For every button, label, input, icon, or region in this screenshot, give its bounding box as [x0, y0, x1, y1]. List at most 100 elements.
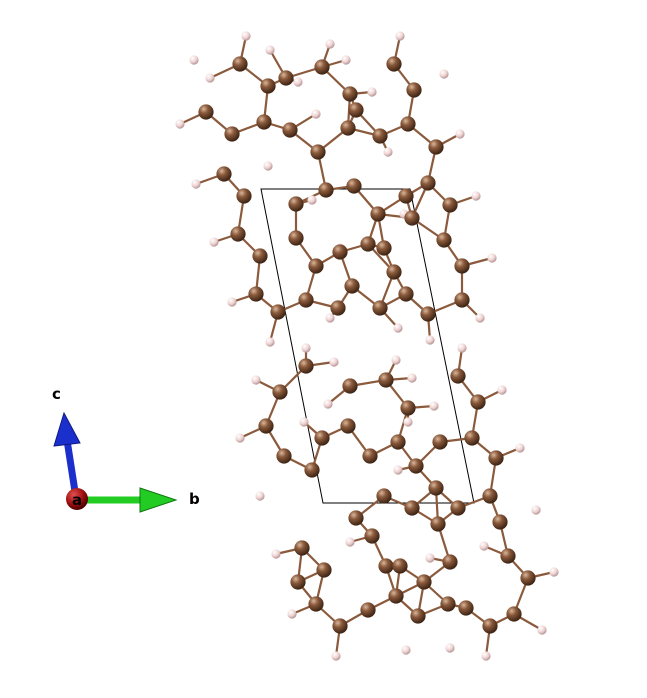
carbon-atom	[492, 514, 508, 530]
hydrogen-atom	[191, 179, 201, 189]
carbon-atom	[288, 230, 304, 246]
carbon-atom	[420, 306, 436, 322]
carbon-atom	[378, 558, 394, 574]
carbon-atom	[290, 574, 306, 590]
carbon-atom	[310, 144, 326, 160]
carbon-atom	[408, 458, 424, 474]
carbon-atom	[430, 516, 446, 532]
carbon-atom	[276, 448, 292, 464]
carbon-atom	[420, 175, 436, 191]
carbon-atom	[364, 528, 380, 544]
carbon-atom	[410, 608, 426, 624]
hydrogen-atom	[189, 55, 199, 65]
hydrogen-atom	[407, 373, 417, 383]
hydrogen-atom	[403, 417, 413, 427]
carbon-atom	[464, 430, 480, 446]
hydrogen-atom	[241, 31, 251, 41]
hydrogen-atom	[227, 297, 237, 307]
carbon-atom	[450, 368, 466, 384]
carbon-atom	[376, 488, 392, 504]
hydrogen-atom	[383, 147, 393, 157]
carbon-atom	[442, 197, 458, 213]
carbon-atom	[406, 82, 422, 98]
carbon-atom	[314, 430, 330, 446]
carbon-atom	[432, 434, 448, 450]
carbon-atom	[294, 540, 310, 556]
hydrogen-atom	[367, 87, 377, 97]
hydrogen-atom	[263, 161, 273, 171]
hydrogen-atom	[425, 553, 435, 563]
carbon-atom	[330, 300, 346, 316]
hydrogen-atom	[341, 55, 351, 65]
hydrogen-atom	[445, 643, 455, 653]
carbon-atom	[342, 378, 358, 394]
carbon-atom	[388, 588, 404, 604]
hydrogen-atom	[329, 357, 339, 367]
carbon-atom	[230, 226, 246, 242]
carbon-atom	[260, 78, 276, 94]
carbon-atom	[314, 59, 330, 75]
carbon-atom	[340, 418, 356, 434]
carbon-atom	[482, 488, 498, 504]
hydrogen-atom	[429, 401, 439, 411]
carbon-atom	[386, 264, 402, 280]
hydrogen-atom	[255, 491, 265, 501]
carbon-atom	[304, 462, 320, 478]
carbon-atom	[318, 182, 334, 198]
hydrogen-atom	[455, 129, 465, 139]
carbon-atom	[288, 196, 304, 212]
hydrogen-atom	[345, 537, 355, 547]
hydrogen-atom	[537, 625, 547, 635]
carbon-atom	[308, 258, 324, 274]
carbon-atom	[378, 372, 394, 388]
carbon-atom	[282, 122, 298, 138]
carbon-atom	[342, 86, 358, 102]
carbon-atom	[376, 240, 392, 256]
carbon-atom	[428, 480, 444, 496]
hydrogen-atom	[395, 31, 405, 41]
carbon-atom	[470, 394, 486, 410]
carbon-atom	[400, 400, 416, 416]
carbon-atom	[488, 450, 504, 466]
axis-b-arrowhead	[139, 487, 178, 513]
carbon-atom	[348, 510, 364, 526]
carbon-atom	[270, 304, 286, 320]
carbon-atom	[500, 548, 516, 564]
hydrogen-atom	[287, 609, 297, 619]
carbon-atom	[450, 500, 466, 516]
hydrogen-atom	[325, 39, 335, 49]
hydrogen-atom	[175, 119, 185, 129]
hydrogen-atom	[325, 313, 335, 323]
carbon-atom	[360, 602, 376, 618]
carbon-atom	[390, 434, 406, 450]
axis-c-arrowhead	[53, 411, 81, 447]
hydrogen-atom	[439, 69, 449, 79]
carbon-atom	[428, 139, 444, 155]
axis-c-label: c	[52, 385, 61, 403]
carbon-atom	[400, 116, 416, 132]
carbon-atom	[256, 114, 272, 130]
hydrogen-atom	[487, 253, 497, 263]
hydrogen-atom	[515, 443, 525, 453]
carbon-atom	[372, 128, 388, 144]
carbon-atom	[506, 606, 522, 622]
hydrogen-atom	[391, 355, 401, 365]
hydrogen-atom	[311, 109, 321, 119]
carbon-atom	[278, 70, 294, 86]
carbon-atom	[370, 206, 386, 222]
hydrogen-atom	[475, 313, 485, 323]
hydrogen-atom	[293, 77, 303, 87]
hydrogen-atom	[457, 343, 467, 353]
carbon-atom	[436, 232, 452, 248]
carbon-atom	[332, 618, 348, 634]
hydrogen-atom	[251, 375, 261, 385]
atom-layer	[175, 31, 559, 661]
axis-a-label: a	[72, 491, 82, 509]
carbon-atom	[454, 292, 470, 308]
carbon-atom	[224, 126, 240, 142]
carbon-atom	[332, 244, 348, 260]
carbon-atom	[398, 286, 414, 302]
axis-indicator: a b c	[52, 385, 200, 513]
carbon-atom	[232, 56, 248, 72]
